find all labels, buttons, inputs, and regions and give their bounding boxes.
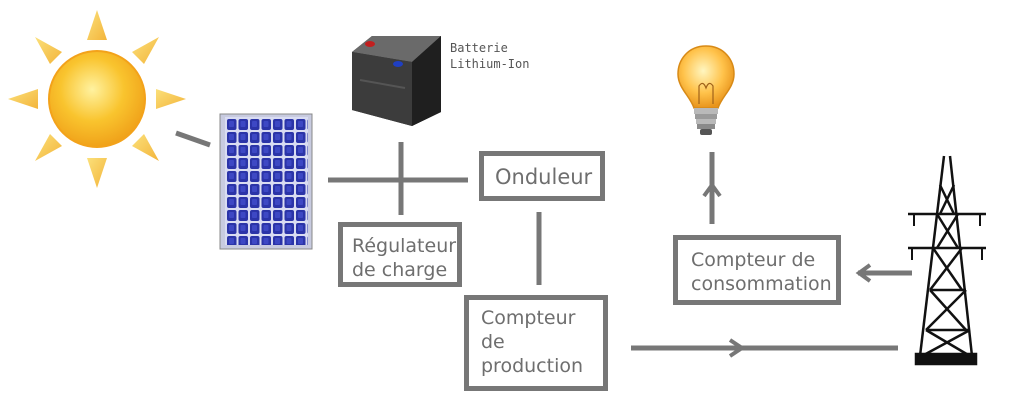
- sun-icon: [8, 10, 186, 188]
- sunlight-line: [175, 130, 211, 148]
- grid-to-consumption-arrow: [855, 263, 912, 283]
- production-meter-label-line3: production: [481, 355, 584, 377]
- solar-panel-icon: [219, 113, 313, 250]
- charge-regulator-label-line1: Régulateur: [352, 235, 457, 257]
- inverter-label: Onduleur: [495, 165, 593, 189]
- consumption-meter-label-line2: consommation: [691, 273, 832, 295]
- production-meter-label-line1: Compteur: [481, 307, 576, 329]
- inverter-box: Onduleur: [479, 151, 605, 201]
- consumption-to-bulb-arrow: [702, 152, 722, 224]
- light-bulb-icon: [677, 45, 735, 135]
- battery-icon: [352, 36, 441, 126]
- consumption-meter-box: Compteur de consommation: [673, 235, 841, 305]
- battery-label-line2: Lithium-Ion: [450, 57, 530, 71]
- production-to-grid-arrow: [631, 338, 898, 358]
- charge-regulator-label-line2: de charge: [352, 259, 448, 281]
- pylon-icon: [908, 155, 986, 366]
- consumption-meter-label-line1: Compteur de: [691, 249, 816, 271]
- battery-label-line1: Batterie: [450, 41, 508, 55]
- battery-label: Batterie Lithium-Ion: [450, 40, 529, 72]
- charge-regulator-box: Régulateur de charge: [338, 222, 462, 287]
- production-meter-box: Compteur de production: [464, 295, 608, 391]
- production-meter-label-line2: de: [481, 331, 505, 353]
